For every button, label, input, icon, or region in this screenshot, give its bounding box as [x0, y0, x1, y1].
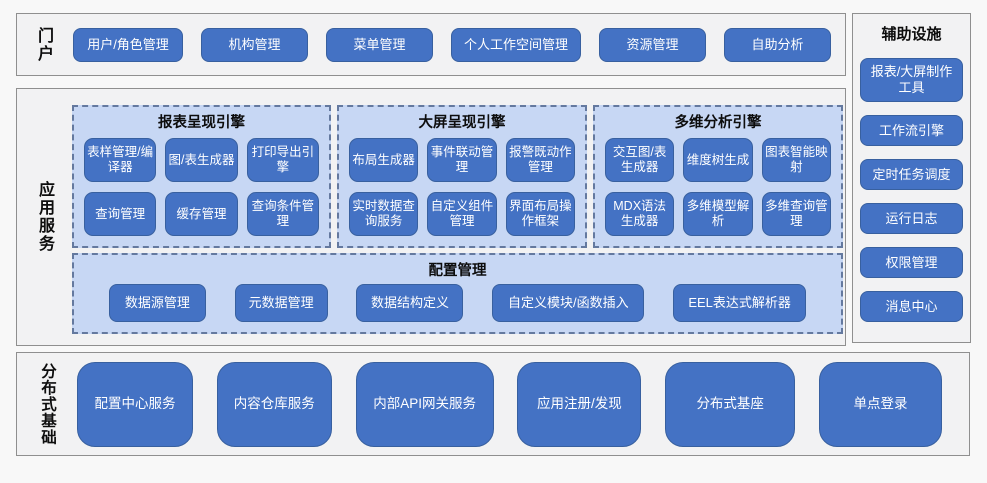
node-data-structure-definition[interactable]: 数据结构定义 [356, 284, 464, 322]
node-menu-mgmt[interactable]: 菜单管理 [326, 27, 433, 62]
auxiliary-section: 辅助设施 报表/大屏制作工具 工作流引擎 定时任务调度 运行日志 权限管理 消息… [852, 13, 971, 343]
node-datasource-mgmt[interactable]: 数据源管理 [108, 284, 206, 322]
node-resource-mgmt[interactable]: 资源管理 [599, 27, 706, 62]
node-alarm-action-mgmt[interactable]: 报警既动作管理 [505, 138, 575, 182]
node-layout-generator[interactable]: 布局生成器 [349, 138, 419, 182]
node-report-screen-maker-tool[interactable]: 报表/大屏制作工具 [860, 58, 963, 102]
olap-engine-title: 多维分析引擎 [674, 115, 762, 131]
auxiliary-node-stack: 报表/大屏制作工具 工作流引擎 定时任务调度 运行日志 权限管理 消息中心 [860, 58, 963, 342]
node-ui-layout-framework[interactable]: 界面布局操作框架 [505, 192, 575, 236]
bigscreen-engine-grid: 布局生成器 事件联动管理 报警既动作管理 实时数据查询服务 自定义组件管理 界面… [339, 132, 585, 246]
node-internal-api-gateway-service[interactable]: 内部API网关服务 [355, 361, 494, 447]
node-chart-table-generator[interactable]: 图/表生成器 [165, 138, 238, 182]
node-chart-smart-mapping[interactable]: 图表智能映射 [761, 138, 831, 182]
node-org-mgmt[interactable]: 机构管理 [201, 27, 308, 62]
auxiliary-section-title: 辅助设施 [881, 26, 942, 43]
app-services-section: 应用服务 报表呈现引擎 表样管理/编译器 图/表生成器 打印导出引擎 查询管理 … [16, 88, 846, 346]
node-message-center[interactable]: 消息中心 [860, 291, 963, 322]
node-multidim-query-mgmt[interactable]: 多维查询管理 [761, 192, 831, 236]
node-realtime-data-query-service[interactable]: 实时数据查询服务 [349, 192, 419, 236]
node-app-register-discovery[interactable]: 应用注册/发现 [517, 361, 642, 447]
node-metadata-mgmt[interactable]: 元数据管理 [234, 284, 328, 322]
node-personal-workspace-mgmt[interactable]: 个人工作空间管理 [451, 27, 581, 62]
node-cache-mgmt[interactable]: 缓存管理 [165, 192, 238, 236]
node-print-export-engine[interactable]: 打印导出引擎 [246, 138, 319, 182]
node-config-center-service[interactable]: 配置中心服务 [77, 361, 193, 447]
node-user-role-mgmt[interactable]: 用户/角色管理 [73, 27, 183, 62]
node-run-log[interactable]: 运行日志 [860, 203, 963, 234]
node-sso[interactable]: 单点登录 [818, 361, 942, 447]
node-self-service-analysis[interactable]: 自助分析 [724, 27, 831, 62]
node-scheduled-task-scheduler[interactable]: 定时任务调度 [860, 159, 963, 190]
distributed-node-row: 配置中心服务 内容仓库服务 内部API网关服务 应用注册/发现 分布式基座 单点… [77, 353, 969, 455]
olap-engine-grid: 交互图/表生成器 维度树生成 图表智能映射 MDX语法生成器 多维模型解析 多维… [595, 132, 841, 246]
node-event-linkage-mgmt[interactable]: 事件联动管理 [427, 138, 497, 182]
node-permission-mgmt[interactable]: 权限管理 [860, 247, 963, 278]
node-content-repo-service[interactable]: 内容仓库服务 [216, 361, 332, 447]
portal-section: 门户 用户/角色管理 机构管理 菜单管理 个人工作空间管理 资源管理 自助分析 [16, 13, 846, 76]
portal-node-row: 用户/角色管理 机构管理 菜单管理 个人工作空间管理 资源管理 自助分析 [69, 14, 845, 75]
bigscreen-engine-title: 大屏呈现引擎 [418, 115, 506, 131]
node-distributed-base[interactable]: 分布式基座 [665, 361, 796, 447]
node-eel-expression-parser[interactable]: EEL表达式解析器 [673, 284, 807, 322]
node-query-mgmt[interactable]: 查询管理 [84, 192, 157, 236]
bigscreen-engine-panel: 大屏呈现引擎 布局生成器 事件联动管理 报警既动作管理 实时数据查询服务 自定义… [337, 105, 587, 248]
app-services-section-label: 应用服务 [36, 181, 53, 253]
config-mgmt-title: 配置管理 [428, 263, 487, 279]
report-engine-title: 报表呈现引擎 [158, 115, 245, 131]
portal-section-label: 门户 [35, 26, 52, 63]
app-services-content: 报表呈现引擎 表样管理/编译器 图/表生成器 打印导出引擎 查询管理 缓存管理 … [71, 89, 845, 345]
node-multidim-model-parser[interactable]: 多维模型解析 [683, 192, 753, 236]
config-mgmt-row: 数据源管理 元数据管理 数据结构定义 自定义模块/函数插入 EEL表达式解析器 [74, 280, 841, 332]
node-query-condition-mgmt[interactable]: 查询条件管理 [246, 192, 319, 236]
node-report-template-compiler[interactable]: 表样管理/编译器 [84, 138, 157, 182]
node-custom-module-function-insert[interactable]: 自定义模块/函数插入 [492, 284, 645, 322]
olap-engine-panel: 多维分析引擎 交互图/表生成器 维度树生成 图表智能映射 MDX语法生成器 多维… [593, 105, 843, 248]
node-dimension-tree-generator[interactable]: 维度树生成 [683, 138, 753, 182]
node-workflow-engine[interactable]: 工作流引擎 [860, 115, 963, 146]
distributed-section-label: 分布式基础 [39, 362, 56, 446]
node-mdx-syntax-generator[interactable]: MDX语法生成器 [605, 192, 675, 236]
node-interactive-chart-generator[interactable]: 交互图/表生成器 [605, 138, 675, 182]
report-engine-grid: 表样管理/编译器 图/表生成器 打印导出引擎 查询管理 缓存管理 查询条件管理 [74, 132, 329, 246]
report-engine-panel: 报表呈现引擎 表样管理/编译器 图/表生成器 打印导出引擎 查询管理 缓存管理 … [72, 105, 331, 248]
node-custom-component-mgmt[interactable]: 自定义组件管理 [427, 192, 497, 236]
distributed-section: 分布式基础 配置中心服务 内容仓库服务 内部API网关服务 应用注册/发现 分布… [16, 352, 970, 456]
config-mgmt-panel: 配置管理 数据源管理 元数据管理 数据结构定义 自定义模块/函数插入 EEL表达… [72, 253, 843, 334]
